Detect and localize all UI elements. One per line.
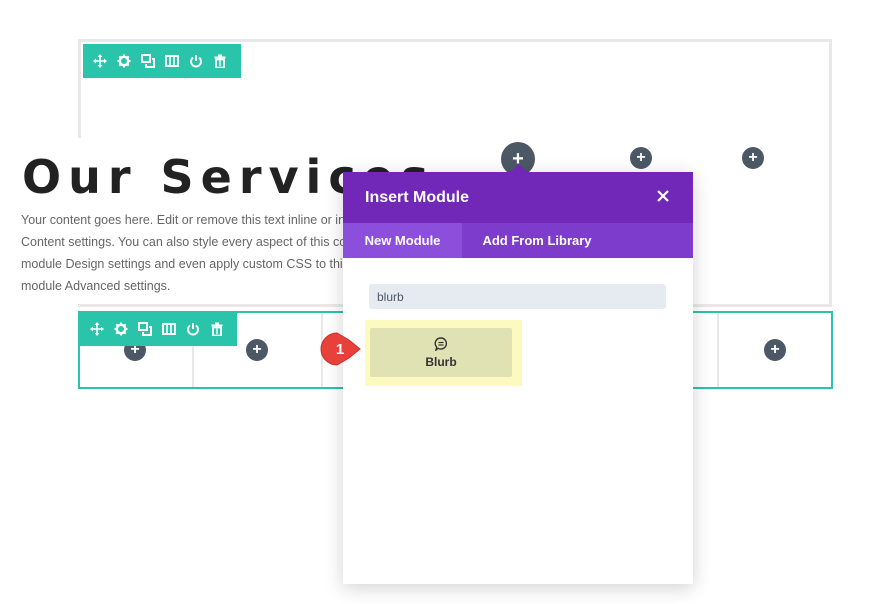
plus-icon: + xyxy=(770,341,780,358)
duplicate-icon[interactable] xyxy=(139,52,157,70)
row-toolbar-bottom xyxy=(80,312,237,346)
add-module-button[interactable]: + xyxy=(630,147,652,169)
power-icon[interactable] xyxy=(187,52,205,70)
tab-add-from-library[interactable]: Add From Library xyxy=(482,233,592,248)
body-text-line: Your content goes here. Edit or remove t… xyxy=(21,213,346,227)
modal-tabs: New Module Add From Library xyxy=(343,223,693,258)
trash-icon[interactable] xyxy=(208,320,226,338)
body-text-line: module Advanced settings. xyxy=(21,279,171,293)
module-result-label: Blurb xyxy=(425,354,457,369)
annotation-number: 1 xyxy=(335,341,345,358)
power-icon[interactable] xyxy=(184,320,202,338)
move-icon[interactable] xyxy=(88,320,106,338)
body-text: Your content goes here. Edit or remove t… xyxy=(21,209,346,297)
gear-icon[interactable] xyxy=(115,52,133,70)
blurb-icon xyxy=(434,336,448,351)
close-button[interactable] xyxy=(653,186,673,206)
column-divider xyxy=(717,313,719,387)
modal-header: Insert Module xyxy=(343,172,693,223)
add-module-button[interactable]: + xyxy=(742,147,764,169)
module-result-blurb[interactable]: Blurb xyxy=(370,328,512,377)
gear-icon[interactable] xyxy=(112,320,130,338)
plus-icon: + xyxy=(636,149,646,166)
plus-icon: + xyxy=(130,341,140,358)
module-search-input[interactable] xyxy=(369,284,666,309)
add-module-button[interactable]: + xyxy=(246,339,268,361)
plus-icon: + xyxy=(512,148,524,170)
columns-icon[interactable] xyxy=(163,52,181,70)
columns-icon[interactable] xyxy=(160,320,178,338)
body-text-line: module Design settings and even apply cu… xyxy=(21,257,346,271)
modal-title: Insert Module xyxy=(365,189,470,206)
trash-icon[interactable] xyxy=(211,52,229,70)
row-toolbar-top xyxy=(83,44,241,78)
tab-new-module[interactable]: New Module xyxy=(343,223,462,258)
duplicate-icon[interactable] xyxy=(136,320,154,338)
move-icon[interactable] xyxy=(91,52,109,70)
plus-icon: + xyxy=(252,341,262,358)
body-text-line: Content settings. You can also style eve… xyxy=(21,235,346,249)
row-top-mask xyxy=(78,138,81,308)
modal-pointer xyxy=(510,164,528,173)
add-module-button[interactable]: + xyxy=(764,339,786,361)
insert-module-modal: Insert Module New Module Add From Librar… xyxy=(343,164,693,584)
plus-icon: + xyxy=(748,149,758,166)
column-divider xyxy=(192,313,194,387)
annotation-marker xyxy=(320,332,361,366)
close-icon xyxy=(657,190,669,202)
